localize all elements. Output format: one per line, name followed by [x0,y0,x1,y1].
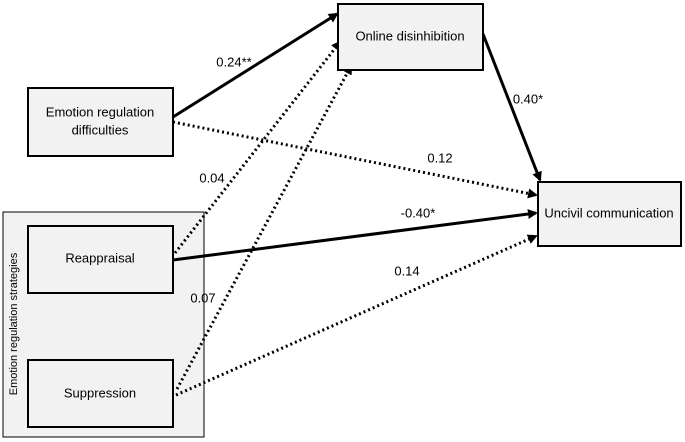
node-online-disinhibition: Online disinhibition [337,3,484,71]
node-reappraisal: Reappraisal [27,225,174,294]
arrow-reappraisal-to-online [173,40,342,254]
coef-online-to-uncivil: 0.40* [513,91,543,106]
coef-erd-to-online: 0.24** [216,54,251,69]
coef-suppression-to-online: 0.07 [190,290,215,305]
arrow-erd-to-uncivil [172,120,538,199]
arrow-suppression-to-uncivil [175,234,538,397]
arrow-erd-to-online [172,12,339,119]
erd-label-line2: difficulties [72,122,129,137]
coef-suppression-to-uncivil: 0.14 [394,263,419,278]
node-uncivil-communication: Uncivil communication [537,181,682,247]
arrow-reappraisal-to-uncivil [172,209,538,262]
arrow-online-to-uncivil [481,33,542,182]
node-suppression: Suppression [27,359,174,428]
strategies-group-label: Emotion regulation strategies [8,252,20,395]
reappraisal-label: Reappraisal [65,250,134,265]
uncivil-communication-label: Uncivil communication [544,205,673,220]
node-emotion-regulation-difficulties: Emotion regulation difficulties [27,87,174,157]
coef-reappraisal-to-online: 0.04 [199,170,224,185]
online-disinhibition-label: Online disinhibition [355,28,464,43]
arrow-suppression-to-online [175,64,353,390]
erd-label-line1: Emotion regulation [46,104,154,119]
suppression-label: Suppression [64,385,136,400]
coef-erd-to-uncivil: 0.12 [427,150,452,165]
coef-reappraisal-to-uncivil: -0.40* [401,205,436,220]
